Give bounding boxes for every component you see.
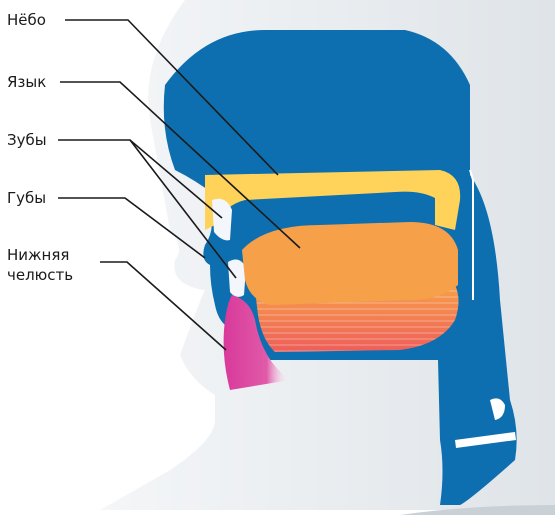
label-jaw-line2: челюсть <box>7 266 73 284</box>
label-teeth: Зубы <box>7 131 47 149</box>
label-lips: Губы <box>7 189 46 207</box>
label-tongue: Язык <box>7 73 46 91</box>
label-jaw-line1: Нижняя <box>7 246 69 264</box>
tongue-shape <box>242 222 458 305</box>
label-palate: Нёбо <box>7 11 46 29</box>
lower-teeth <box>228 260 246 297</box>
